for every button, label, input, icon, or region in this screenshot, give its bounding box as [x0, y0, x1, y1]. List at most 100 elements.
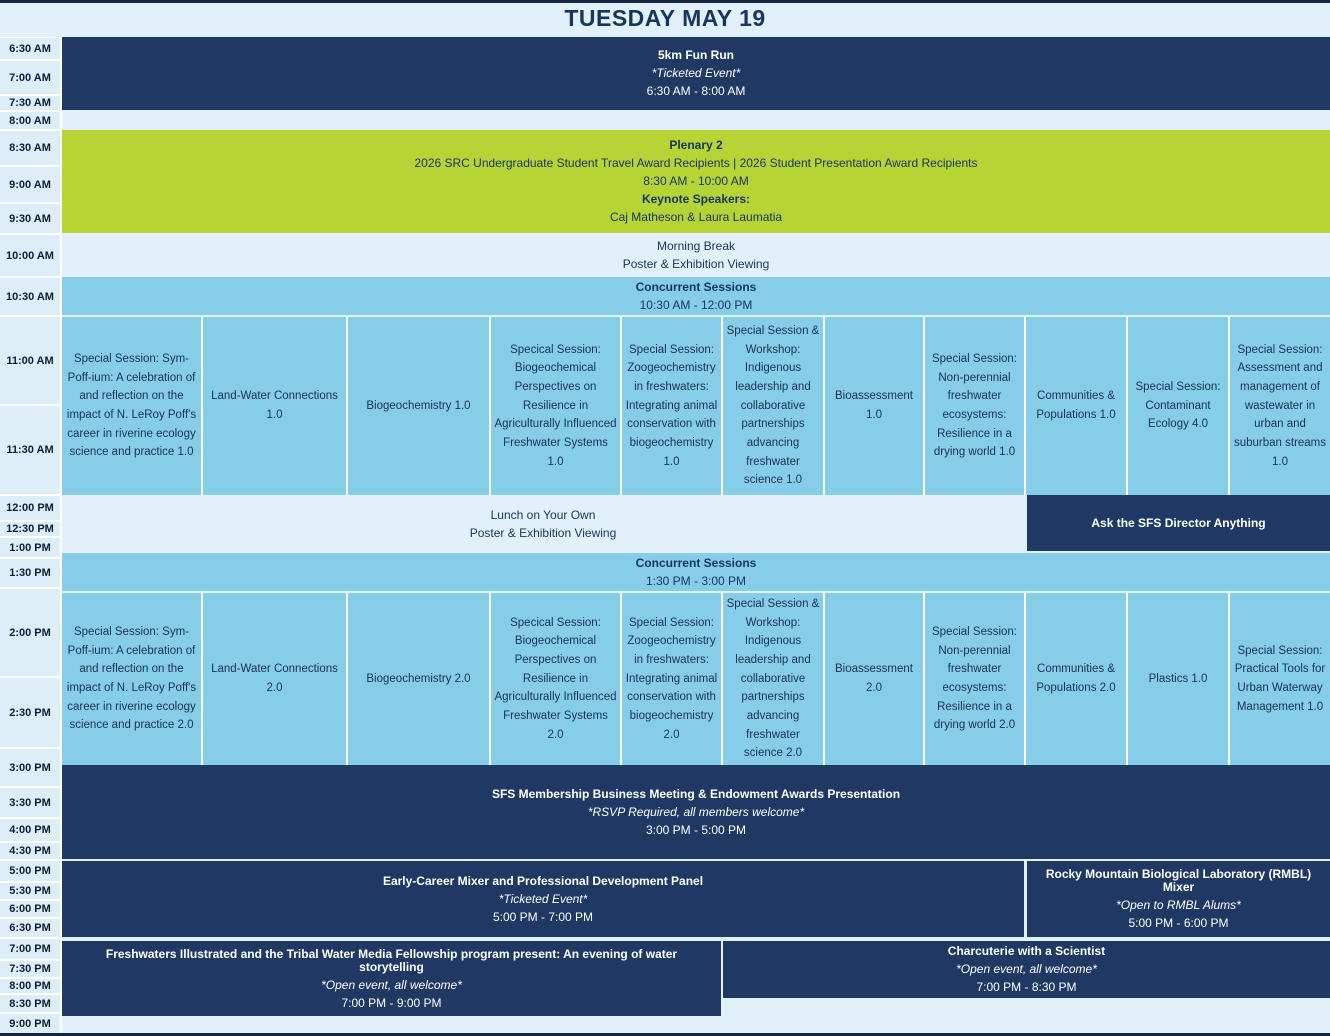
time-label-11-30-am: 11:30 AM: [0, 406, 60, 494]
event-ask-the-sfs-director-anything-text: Ask the SFS Director Anything: [1091, 515, 1266, 530]
session-grid-afternoon-session-4[interactable]: Specical Session: Biogeochemical Perspec…: [491, 593, 622, 765]
session-grid-afternoon-session-3[interactable]: Biogeochemistry 2.0: [348, 593, 491, 765]
event-water-storytelling[interactable]: Freshwaters Illustrated and the Tribal W…: [62, 941, 721, 1016]
time-label-4-30-pm: 4:30 PM: [0, 843, 60, 859]
event-morning-break-text: Poster & Exhibition Viewing: [622, 256, 770, 271]
event-early-career-mixer[interactable]: Early-Career Mixer and Professional Deve…: [62, 861, 1024, 937]
session-grid-afternoon-session-5[interactable]: Special Session: Zoogeochemistry in fres…: [622, 593, 723, 765]
session-grid-afternoon-session-11[interactable]: Special Session: Practical Tools for Urb…: [1230, 593, 1330, 765]
event-rmbl-mixer[interactable]: Rocky Mountain Biological Laboratory (RM…: [1027, 861, 1330, 937]
concurrent-sessions-1-header[interactable]: Concurrent Sessions 10:30 AM - 12:00 PM: [62, 277, 1330, 315]
page-title: TUESDAY MAY 19: [564, 5, 766, 31]
session-grid-afternoon-session-7[interactable]: Bioassessment 2.0: [825, 593, 925, 765]
event-5km-fun-run-text: 5km Fun Run: [657, 48, 734, 62]
time-label-3-30-pm: 3:30 PM: [0, 788, 60, 817]
time-label-5-30-pm: 5:30 PM: [0, 883, 60, 899]
time-label-8-30-am: 8:30 AM: [0, 131, 60, 165]
event-plenary-2-text: Keynote Speakers:: [641, 192, 751, 206]
session-grid-morning-session-4[interactable]: Specical Session: Biogeochemical Perspec…: [491, 317, 622, 495]
time-label-9-00-pm: 9:00 PM: [0, 1014, 60, 1034]
event-rmbl-mixer-text: 5:00 PM - 6:00 PM: [1128, 916, 1229, 930]
time-label-8-00-am: 8:00 AM: [0, 112, 60, 129]
time-label-3-00-pm: 3:00 PM: [0, 749, 60, 786]
event-water-storytelling-text: 7:00 PM - 9:00 PM: [341, 995, 442, 1010]
session-grid-afternoon-session-6[interactable]: Special Session & Workshop: Indigenous l…: [723, 593, 825, 765]
time-label-6-30-am: 6:30 AM: [0, 38, 60, 59]
concurrent-sessions-1-header-text: 10:30 AM - 12:00 PM: [639, 297, 753, 312]
event-plenary-2[interactable]: Plenary 2 2026 SRC Undergraduate Student …: [62, 130, 1330, 233]
session-grid-morning-session-3[interactable]: Biogeochemistry 1.0: [348, 317, 491, 495]
session-grid-morning-session-9[interactable]: Communities & Populations 1.0: [1026, 317, 1128, 495]
time-label-10-00-am: 10:00 AM: [0, 235, 60, 276]
event-sfs-membership-business-meeting[interactable]: SFS Membership Business Meeting & Endowm…: [62, 765, 1330, 859]
event-5km-fun-run[interactable]: 5km Fun Run *Ticketed Event* 6:30 AM - 8:0…: [62, 37, 1330, 110]
event-rmbl-mixer-text: *Open to RMBL Alums*: [1116, 898, 1241, 912]
event-charcuterie-with-a-scientist-text: 7:00 PM - 8:30 PM: [976, 980, 1077, 994]
event-charcuterie-with-a-scientist-text: Charcuterie with a Scientist: [947, 944, 1106, 958]
time-label-7-00-am: 7:00 AM: [0, 61, 60, 94]
event-5km-fun-run-text: 6:30 AM - 8:00 AM: [646, 84, 746, 98]
concurrent-sessions-2-header[interactable]: Concurrent Sessions 1:30 PM - 3:00 PM: [62, 553, 1330, 591]
time-label-9-30-am: 9:30 AM: [0, 204, 60, 233]
time-label-2-00-pm: 2:00 PM: [0, 589, 60, 676]
session-grid-afternoon-session-8[interactable]: Special Session: Non-perennial freshwate…: [925, 593, 1026, 765]
top-border: [0, 0, 1330, 3]
event-ask-the-sfs-director-anything[interactable]: Ask the SFS Director Anything: [1027, 495, 1330, 551]
event-morning-break-text: Morning Break: [656, 238, 736, 253]
time-label-6-30-pm: 6:30 PM: [0, 919, 60, 937]
session-grid-morning-session-10[interactable]: Special Session: Contaminant Ecology 4.0: [1128, 317, 1230, 495]
session-grid-morning-session-6[interactable]: Special Session & Workshop: Indigenous l…: [723, 317, 825, 495]
session-grid-morning-session-11[interactable]: Special Session: Assessment and manageme…: [1230, 317, 1330, 495]
time-label-12-30-pm: 12:30 PM: [0, 522, 60, 536]
session-grid-morning-session-2[interactable]: Land-Water Connections 1.0: [203, 317, 348, 495]
event-sfs-membership-business-meeting-text: *RSVP Required, all members welcome*: [587, 804, 805, 819]
session-grid-morning-session-7[interactable]: Bioassessment 1.0: [825, 317, 925, 495]
session-grid-afternoon-session-9[interactable]: Communities & Populations 2.0: [1026, 593, 1128, 765]
time-label-7-30-am: 7:30 AM: [0, 96, 60, 110]
event-early-career-mixer-text: 5:00 PM - 7:00 PM: [492, 909, 594, 924]
event-lunch-on-your-own-text: Lunch on Your Own: [490, 507, 596, 522]
time-label-1-00-pm: 1:00 PM: [0, 538, 60, 557]
session-grid-morning-session-1[interactable]: Special Session: Sym-Poff-ium: A celebra…: [62, 317, 203, 495]
time-label-4-00-pm: 4:00 PM: [0, 819, 60, 841]
time-label-7-00-pm: 7:00 PM: [0, 939, 60, 959]
time-label-8-30-pm: 8:30 PM: [0, 995, 60, 1012]
time-label-10-30-am: 10:30 AM: [0, 278, 60, 315]
event-charcuterie-with-a-scientist-text: *Open event, all welcome*: [956, 962, 1097, 976]
event-charcuterie-with-a-scientist[interactable]: Charcuterie with a Scientist *Open event,…: [723, 941, 1330, 998]
event-plenary-2-text: 2026 SRC Undergraduate Student Travel Aw…: [414, 156, 978, 170]
time-label-12-00-pm: 12:00 PM: [0, 496, 60, 520]
event-5km-fun-run-text: *Ticketed Event*: [651, 66, 741, 80]
time-label-11-00-am: 11:00 AM: [0, 317, 60, 404]
event-plenary-2-text: Caj Matheson & Laura Laumatia: [609, 210, 783, 224]
session-grid-afternoon-session-2[interactable]: Land-Water Connections 2.0: [203, 593, 348, 765]
event-early-career-mixer-text: Early-Career Mixer and Professional Deve…: [382, 873, 704, 888]
concurrent-sessions-1-header-text: Concurrent Sessions: [635, 279, 757, 294]
session-grid-morning-session-5[interactable]: Special Session: Zoogeochemistry in fres…: [622, 317, 723, 495]
event-water-storytelling-text: Freshwaters Illustrated and the Tribal W…: [105, 946, 678, 974]
event-plenary-2-text: Plenary 2: [669, 138, 723, 152]
time-label-8-00-pm: 8:00 PM: [0, 979, 60, 993]
time-label-7-30-pm: 7:30 PM: [0, 961, 60, 977]
session-grid-afternoon: Special Session: Sym-Poff-ium: A celebra…: [62, 593, 1330, 765]
session-grid-afternoon-session-1[interactable]: Special Session: Sym-Poff-ium: A celebra…: [62, 593, 203, 765]
bottom-border: [0, 1033, 1330, 1036]
event-sfs-membership-business-meeting-text: SFS Membership Business Meeting & Endowm…: [491, 786, 901, 801]
concurrent-sessions-2-header-text: 1:30 PM - 3:00 PM: [645, 573, 747, 588]
event-plenary-2-text: 8:30 AM - 10:00 AM: [643, 174, 749, 188]
session-grid-morning-session-8[interactable]: Special Session: Non-perennial freshwate…: [925, 317, 1026, 495]
event-sfs-membership-business-meeting-text: 3:00 PM - 5:00 PM: [645, 822, 747, 837]
time-label-6-00-pm: 6:00 PM: [0, 901, 60, 917]
session-grid-morning: Special Session: Sym-Poff-ium: A celebra…: [62, 317, 1330, 495]
session-grid-afternoon-session-10[interactable]: Plastics 1.0: [1128, 593, 1230, 765]
event-rmbl-mixer-text: Rocky Mountain Biological Laboratory (RM…: [1045, 867, 1312, 894]
time-label-1-30-pm: 1:30 PM: [0, 559, 60, 587]
time-label-9-00-am: 9:00 AM: [0, 167, 60, 202]
event-water-storytelling-text: *Open event, all welcome*: [321, 977, 462, 992]
time-label-2-30-pm: 2:30 PM: [0, 678, 60, 747]
event-early-career-mixer-text: *Ticketed Event*: [498, 891, 588, 906]
concurrent-sessions-2-header-text: Concurrent Sessions: [635, 555, 757, 570]
